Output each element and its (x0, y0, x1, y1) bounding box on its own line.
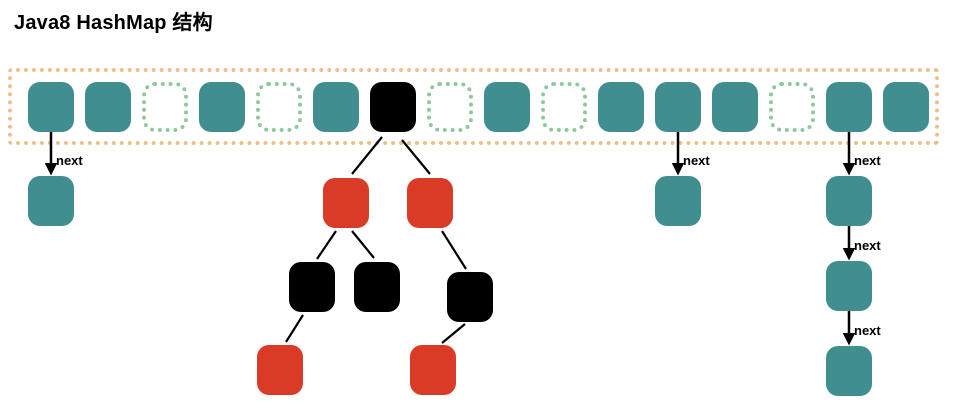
list-node-bucket11-0 (655, 176, 701, 226)
next-arrow-label: next (854, 153, 881, 168)
tree-node-black-right (447, 272, 493, 322)
tree-node-red-left (323, 178, 369, 228)
bucket-cell-9-empty (541, 82, 587, 132)
tree-node-red-bottom-right (410, 345, 456, 395)
bucket-cell-14-filled (826, 82, 872, 132)
tree-node-red-bottom-left (257, 345, 303, 395)
bucket-cell-0-filled (28, 82, 74, 132)
tree-edge (316, 230, 337, 260)
bucket-cell-15-filled (883, 82, 929, 132)
bucket-cell-6-tree-root (370, 82, 416, 132)
bucket-cell-12-filled (712, 82, 758, 132)
tree-edge (441, 230, 467, 270)
tree-node-black-left (289, 262, 335, 312)
bucket-cell-10-filled (598, 82, 644, 132)
list-node-bucket0-0 (28, 176, 74, 226)
tree-edge (351, 230, 375, 259)
bucket-cell-3-filled (199, 82, 245, 132)
tree-edge (441, 323, 466, 344)
next-arrow-label: next (854, 238, 881, 253)
tree-edge (401, 139, 431, 175)
tree-edge (285, 314, 304, 343)
bucket-cell-1-filled (85, 82, 131, 132)
bucket-cell-8-filled (484, 82, 530, 132)
list-node-bucket14-0 (826, 176, 872, 226)
list-node-bucket14-2 (826, 346, 872, 396)
tree-node-red-right (407, 178, 453, 228)
page-title: Java8 HashMap 结构 (14, 12, 213, 34)
next-arrow-label: next (683, 153, 710, 168)
bucket-cell-5-filled (313, 82, 359, 132)
bucket-cell-7-empty (427, 82, 473, 132)
next-arrow-label: next (56, 153, 83, 168)
tree-node-black-mid (354, 262, 400, 312)
bucket-cell-13-empty (769, 82, 815, 132)
bucket-cell-11-filled (655, 82, 701, 132)
bucket-array-border (8, 68, 939, 145)
bucket-cell-2-empty (142, 82, 188, 132)
bucket-cell-4-empty (256, 82, 302, 132)
next-arrow-label: next (854, 323, 881, 338)
list-node-bucket14-1 (826, 261, 872, 311)
